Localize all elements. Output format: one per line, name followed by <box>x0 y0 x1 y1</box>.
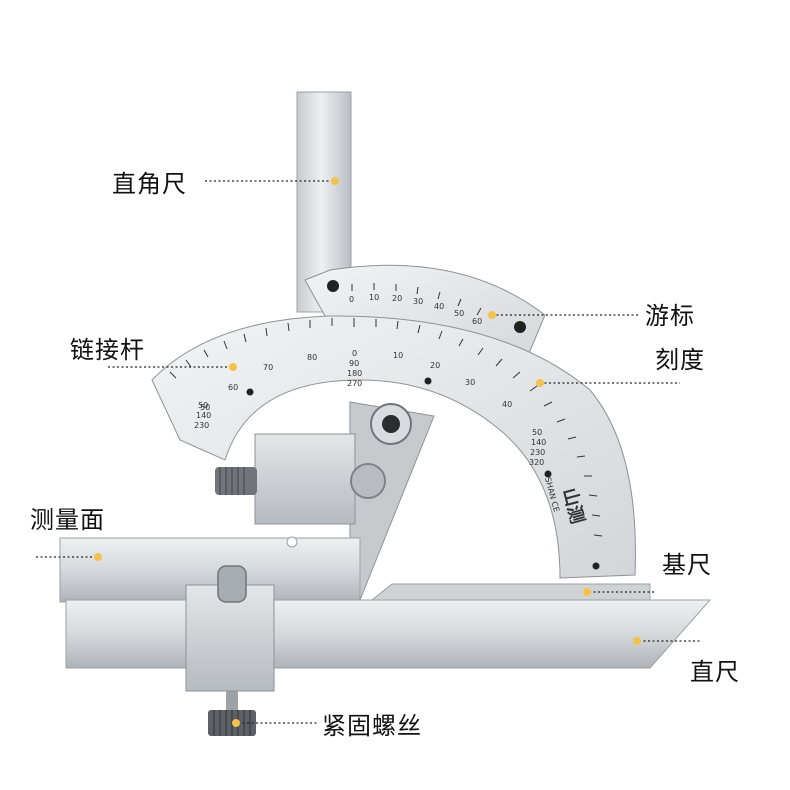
main-tick-label: 60 <box>228 383 238 392</box>
marker-dot <box>633 637 641 645</box>
left-stack-label: 140 <box>196 411 211 420</box>
label-measuring-face: 测量面 <box>30 506 105 534</box>
vernier-scale-ticks <box>351 283 482 316</box>
marker-dot <box>232 719 240 727</box>
straight-ruler <box>65 599 712 669</box>
right-stack-label: 230 <box>530 448 545 457</box>
sector-screw-center <box>424 377 432 385</box>
vernier-screw-left <box>327 280 339 292</box>
label-straight-ruler: 直尺 <box>690 658 740 686</box>
label-square-blade: 直角尺 <box>112 170 187 198</box>
marker-dot <box>94 553 102 561</box>
vernier-tick-label: 50 <box>454 309 464 318</box>
label-link-rod: 链接杆 <box>70 336 145 364</box>
left-stack-label: 50 <box>198 401 208 410</box>
center-stack-label: 180 <box>347 369 362 378</box>
main-scale-ticks <box>169 318 603 537</box>
main-tick-label: 70 <box>263 363 273 372</box>
vernier-tick-label: 60 <box>472 317 482 326</box>
vernier-tick-label: 0 <box>349 295 354 304</box>
pivot-nut-core <box>382 415 400 433</box>
left-stack-label: 230 <box>194 421 209 430</box>
lock-screw-shank <box>226 690 238 712</box>
sector-screw-right <box>544 470 552 478</box>
main-tick-label: 30 <box>465 378 475 387</box>
main-tick-label: 50 <box>200 403 210 412</box>
marker-dot <box>536 379 544 387</box>
marker-dot <box>331 177 339 185</box>
right-stack-label: 320 <box>529 458 544 467</box>
measuring-face-notch <box>286 536 298 548</box>
sector-screw-bottom <box>592 562 600 570</box>
sector-screw-left <box>246 388 254 396</box>
vernier-screw-right <box>514 321 526 333</box>
label-lock-screw: 紧固螺丝 <box>322 712 422 740</box>
main-sector-plate <box>151 315 636 579</box>
main-tick-label: 20 <box>430 361 440 370</box>
clamp-knob-left <box>215 467 257 495</box>
vernier-tick-label: 20 <box>392 294 402 303</box>
main-tick-label: 40 <box>502 400 512 409</box>
right-stack-label: 50 <box>532 428 542 437</box>
clamp-round-knob <box>350 463 386 499</box>
marker-dot <box>583 588 591 596</box>
center-stack-label: 270 <box>347 379 362 388</box>
clamp-block <box>254 433 356 525</box>
main-tick-label: 80 <box>307 353 317 362</box>
center-stack-label: 90 <box>349 359 359 368</box>
marker-dot <box>488 311 496 319</box>
marker-dot <box>229 363 237 371</box>
label-vernier-line2: 刻度 <box>655 346 705 374</box>
label-base-ruler: 基尺 <box>662 551 712 579</box>
vernier-tick-label: 10 <box>369 293 379 302</box>
main-tick-label: 10 <box>393 351 403 360</box>
right-stack-label: 140 <box>531 438 546 447</box>
vernier-tick-label: 40 <box>434 302 444 311</box>
center-stack-label: 0 <box>352 349 357 358</box>
lower-clamp-knob <box>217 565 247 603</box>
label-vernier-line1: 游标 <box>645 302 695 330</box>
vernier-tick-label: 30 <box>413 297 423 306</box>
